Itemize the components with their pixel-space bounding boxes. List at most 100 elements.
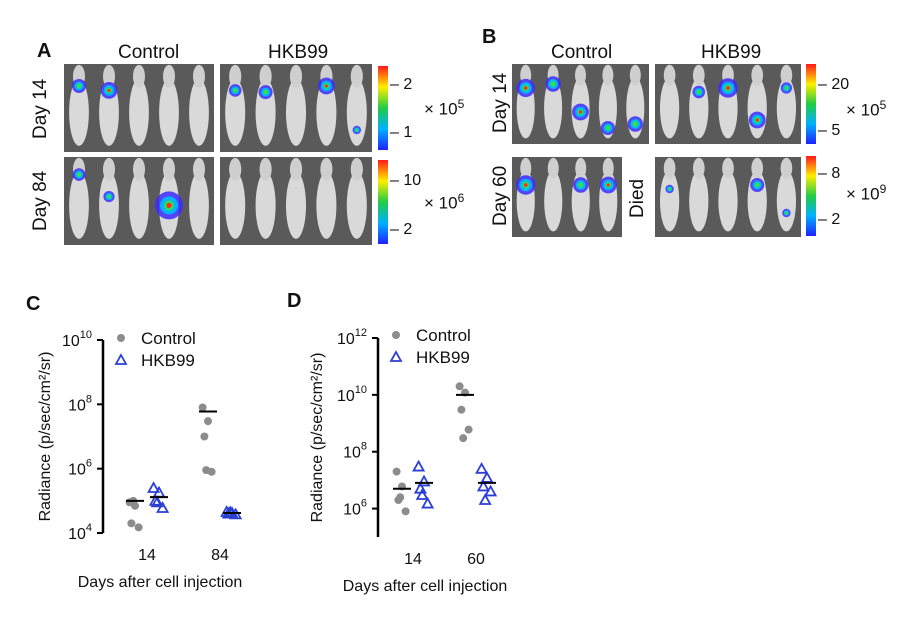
mouse-body: [316, 171, 337, 239]
mouse-head: [163, 157, 175, 181]
legend-marker-control: [392, 331, 400, 339]
mouse-body: [255, 171, 276, 239]
data-point-control: [204, 417, 212, 426]
mouse-head: [575, 64, 586, 86]
colorbar-tick: – 10: [390, 172, 422, 189]
died-label: Died: [627, 178, 648, 218]
mouse-body: [776, 170, 797, 232]
mouse-head: [780, 157, 793, 179]
mouse-head: [751, 157, 764, 179]
mouse-body: [129, 78, 149, 146]
scale-label-a-day14: × 105: [424, 97, 465, 119]
data-point-hkb99: [478, 493, 492, 505]
legend-marker-hkb99: [389, 350, 403, 362]
signal-inner: [76, 83, 82, 89]
row-label-a-day84: Day 84: [30, 170, 51, 232]
panel-letter-d: D: [287, 290, 302, 312]
mouse-body: [285, 171, 307, 239]
colorbar-tick: – 8: [818, 165, 841, 182]
mouse-body: [225, 171, 246, 239]
group-label-hkb99-a: HKB99: [268, 42, 329, 63]
y-tick-label: 108: [343, 441, 367, 462]
image-a-control-day14: [64, 64, 214, 152]
mouse-head: [163, 64, 175, 88]
image-a-control-day84: [64, 157, 214, 245]
mouse-body: [285, 78, 307, 146]
mouse-head: [133, 64, 145, 88]
image-b-control-day14: [512, 64, 649, 144]
signal-inner: [784, 86, 789, 90]
mouse-head: [103, 64, 115, 88]
legend-marker-hkb99: [114, 353, 128, 365]
row-label-b-day14: Day 14: [490, 72, 511, 134]
mouse-head: [289, 64, 303, 88]
legend-label-control: Control: [416, 326, 471, 345]
scale-label-b-day14: × 105: [846, 98, 887, 120]
colorbar-a-day84: [378, 160, 388, 244]
mouse-head: [547, 157, 559, 179]
legend-marker-control: [117, 334, 125, 342]
signal-inner: [263, 89, 269, 95]
mouse-body: [776, 77, 797, 139]
signal-core: [606, 183, 610, 187]
y-tick-label: 106: [343, 498, 367, 519]
x-tick-label: 14: [404, 551, 422, 568]
data-point-control: [401, 507, 410, 516]
scale-label-a-day84: × 106: [424, 191, 465, 213]
mouse-head: [350, 64, 363, 88]
mouse-head: [259, 157, 272, 181]
panel-letter-a: A: [37, 40, 52, 62]
mouse-body: [689, 170, 709, 232]
x-tick-label: 14: [138, 547, 156, 564]
mouse-body: [189, 78, 209, 146]
image-a-hkb99-day84: [220, 157, 372, 245]
group-label-control-b: Control: [551, 42, 613, 63]
y-tick-label: 1012: [337, 327, 367, 348]
signal-core: [166, 202, 172, 208]
colorbar-tick: – 2: [390, 76, 413, 93]
data-point-hkb99: [417, 474, 431, 487]
mouse-head: [289, 157, 303, 181]
data-point-hkb99: [476, 479, 490, 492]
data-point-hkb99: [421, 496, 435, 509]
mouse-body: [69, 171, 89, 239]
mouse-body: [159, 78, 179, 146]
mouse-head: [520, 157, 532, 179]
y-tick-label: 104: [68, 522, 92, 543]
group-label-hkb99-b: HKB99: [701, 42, 762, 63]
colorbar-a-day14: [378, 66, 388, 150]
data-point-control: [134, 523, 143, 532]
x-axis-label: Days after cell injection: [343, 578, 508, 595]
signal-core: [726, 86, 730, 90]
signal-inner: [107, 194, 111, 199]
data-point-control: [127, 519, 136, 528]
y-tick-label: 108: [68, 393, 92, 414]
mouse-body: [346, 171, 367, 239]
data-point-control: [457, 405, 466, 414]
mouse-head: [575, 157, 587, 179]
signal-inner: [784, 211, 788, 215]
data-point-control: [459, 434, 468, 443]
signal-core: [755, 118, 759, 122]
group-label-control-a: Control: [118, 42, 180, 63]
signal-core: [324, 84, 328, 88]
signal-core: [523, 183, 528, 187]
mouse-head: [350, 157, 363, 181]
mouse-head: [629, 64, 641, 86]
signal-core: [107, 88, 111, 92]
data-point-hkb99: [156, 501, 170, 513]
legend-label-hkb99: HKB99: [141, 351, 195, 370]
data-point-hkb99: [475, 461, 489, 474]
data-point-control: [464, 425, 473, 434]
signal-inner: [632, 121, 639, 127]
data-point-hkb99: [480, 471, 494, 483]
data-point-hkb99: [415, 488, 429, 500]
signal-core: [578, 110, 583, 114]
mouse-head: [602, 64, 614, 86]
x-tick-label: 60: [467, 551, 485, 568]
mouse-head: [780, 64, 793, 86]
colorbar-b-day14: [806, 64, 816, 144]
y-tick-label: 1010: [62, 329, 92, 350]
mouse-body: [189, 171, 209, 239]
mouse-head: [133, 157, 145, 181]
